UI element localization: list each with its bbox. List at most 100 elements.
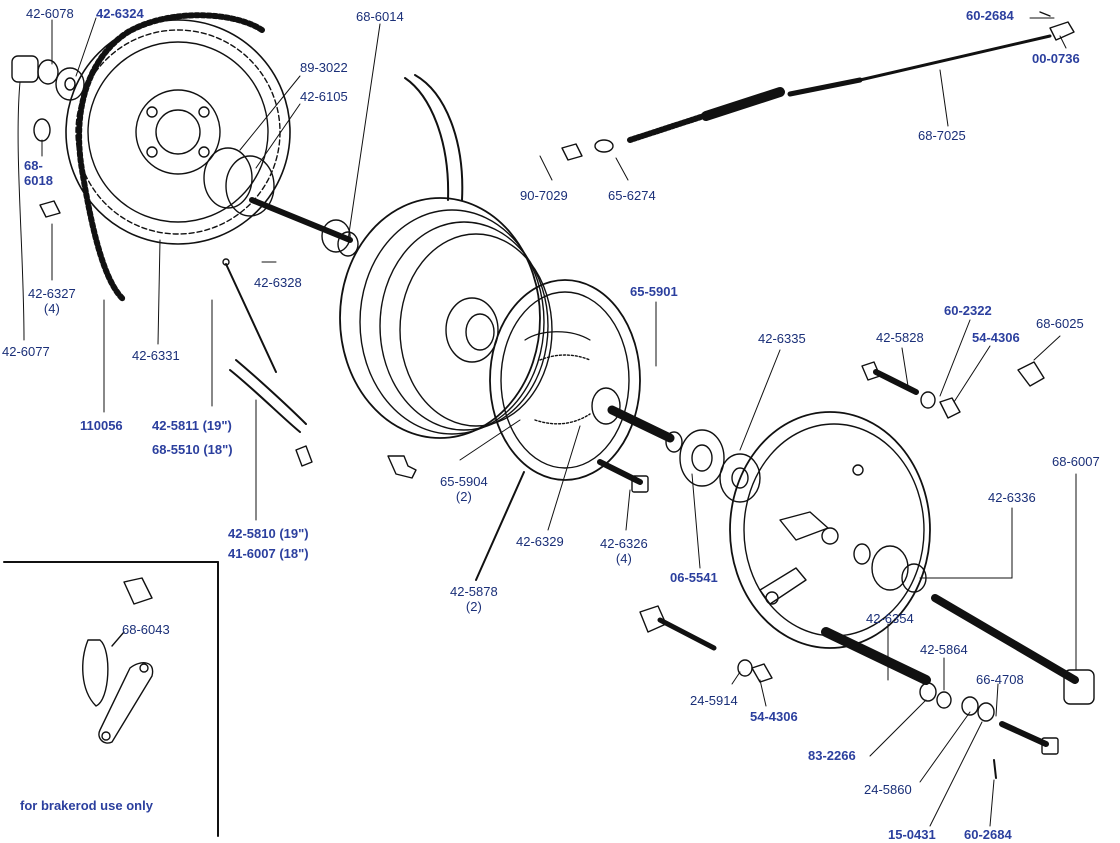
part-label-06-5541: 06-5541 — [670, 570, 718, 585]
part-number-text: 90-7029 — [520, 188, 568, 203]
part-label-68-6007: 68-6007 — [1052, 454, 1100, 469]
part-number-text: 68-6007 — [1052, 454, 1100, 469]
part-label-42-6329: 42-6329 — [516, 534, 564, 549]
brake-cam-shaft-drawing — [597, 405, 761, 503]
part-number-text: 24-5914 — [690, 693, 738, 708]
leader-lines — [17, 17, 1077, 827]
part-number-text: (2) — [455, 489, 472, 504]
part-number-text: 68-5510 (18") — [152, 442, 233, 457]
part-number-text: 42-5828 — [876, 330, 924, 345]
inset-frame — [3, 561, 219, 837]
part-number-text: (4) — [615, 551, 632, 566]
part-number-text: 42-6329 — [516, 534, 564, 549]
part-number-text: 06-5541 — [670, 570, 718, 585]
part-number-text: 42-6331 — [132, 348, 180, 363]
part-label-42-5810: 42-5810 (19") — [228, 526, 309, 541]
part-label-54-4306-bottom: 54-4306 — [750, 709, 798, 724]
brake-shoes-drawing — [489, 279, 641, 481]
part-label-42-6105: 42-6105 — [300, 89, 348, 104]
part-number-text: 42-6077 — [2, 344, 50, 359]
part-number-text: 24-5860 — [864, 782, 912, 797]
part-number-text: 00-0736 — [1032, 51, 1080, 66]
part-label-110056: 110056 — [80, 418, 123, 433]
part-number-text: 42-6326 — [600, 536, 648, 551]
part-label-68-5510: 68-5510 (18") — [152, 442, 233, 457]
part-number-text: 110056 — [80, 418, 123, 433]
part-label-68-6014: 68-6014 — [356, 9, 404, 24]
part-number-text: 42-5811 (19") — [152, 418, 232, 433]
part-label-66-4708: 66-4708 — [976, 672, 1024, 687]
part-number-text: 65-5904 — [440, 474, 488, 489]
part-number-text: 60-2684 — [964, 827, 1012, 842]
part-label-68-6043: 68-6043 — [122, 622, 170, 637]
part-number-text: 68- — [24, 158, 43, 173]
part-label-68-7025: 68-7025 — [918, 128, 966, 143]
part-label-42-6328: 42-6328 — [254, 275, 302, 290]
part-number-text: 68-6043 — [122, 622, 170, 637]
part-number-text: 68-6014 — [356, 9, 404, 24]
part-number-text: 42-6354 — [866, 611, 914, 626]
part-label-42-6354: 42-6354 — [866, 611, 914, 626]
part-number-text: 41-6007 (18") — [228, 546, 309, 561]
brake-rod-drawing — [639, 605, 1059, 779]
part-label-89-3022: 89-3022 — [300, 60, 348, 75]
part-label-24-5914: 24-5914 — [690, 693, 738, 708]
hub-spindle-drawing — [203, 147, 359, 257]
drive-chain-drawing — [76, 12, 265, 303]
part-label-42-5878: 42-5878(2) — [450, 584, 498, 614]
part-label-60-2684-top: 60-2684 — [966, 8, 1014, 23]
part-number-text: 42-5810 (19") — [228, 526, 309, 541]
part-label-00-0736: 00-0736 — [1032, 51, 1080, 66]
part-number-text: 60-2322 — [944, 303, 992, 318]
part-label-60-2322: 60-2322 — [944, 303, 992, 318]
part-number-text: 42-6327 — [28, 286, 76, 301]
part-number-text: 60-2684 — [966, 8, 1014, 23]
wheel-rim-drawing — [229, 74, 464, 433]
part-number-text: 42-6324 — [96, 6, 144, 21]
wheel-spindle-drawing — [871, 545, 1095, 705]
part-number-text: (4) — [43, 301, 60, 316]
part-number-text: 89-3022 — [300, 60, 348, 75]
part-label-42-6326: 42-6326(4) — [600, 536, 648, 566]
part-label-42-5828: 42-5828 — [876, 330, 924, 345]
part-label-54-4306-right: 54-4306 — [972, 330, 1020, 345]
part-number-text: 6018 — [24, 173, 53, 188]
part-label-24-5860: 24-5860 — [864, 782, 912, 797]
inset-brake-rod-parts-drawing — [82, 577, 154, 744]
part-label-83-2266: 83-2266 — [808, 748, 856, 763]
part-number-text: (2) — [465, 599, 482, 614]
part-number-text: 65-5901 — [630, 284, 678, 299]
part-number-text: 54-4306 — [972, 330, 1020, 345]
part-number-text: 65-6274 — [608, 188, 656, 203]
part-label-65-5901: 65-5901 — [630, 284, 678, 299]
part-label-68-6018: 68-6018 — [24, 158, 53, 188]
part-number-text: 42-5878 — [450, 584, 498, 599]
spoke-drawing — [222, 258, 417, 479]
part-number-text: 68-7025 — [918, 128, 966, 143]
part-number-text: 42-5864 — [920, 642, 968, 657]
part-number-text: 42-6336 — [988, 490, 1036, 505]
part-label-65-5904: 65-5904(2) — [440, 474, 488, 504]
rear-sprocket-drawing — [65, 19, 291, 245]
part-number-text: 42-6335 — [758, 331, 806, 346]
part-number-text: 54-4306 — [750, 709, 798, 724]
part-label-42-6327: 42-6327(4) — [28, 286, 76, 316]
brake-arm-bolts-drawing — [861, 361, 1045, 419]
part-number-text: 66-4708 — [976, 672, 1024, 687]
part-label-42-6077: 42-6077 — [2, 344, 50, 359]
part-label-65-6274: 65-6274 — [608, 188, 656, 203]
brake-cable-drawing — [627, 11, 1075, 143]
part-label-15-0431: 15-0431 — [888, 827, 936, 842]
part-label-42-6331: 42-6331 — [132, 348, 180, 363]
part-label-90-7029: 90-7029 — [520, 188, 568, 203]
part-label-42-6324: 42-6324 — [96, 6, 144, 21]
sprocket-nut-drawing — [11, 55, 85, 218]
part-label-42-6335: 42-6335 — [758, 331, 806, 346]
part-number-text: 42-6105 — [300, 89, 348, 104]
inset-note: for brakerod use only — [20, 798, 153, 813]
part-label-41-6007: 41-6007 (18") — [228, 546, 309, 561]
part-label-60-2684-bottom: 60-2684 — [964, 827, 1012, 842]
part-number-text: 68-6025 — [1036, 316, 1084, 331]
